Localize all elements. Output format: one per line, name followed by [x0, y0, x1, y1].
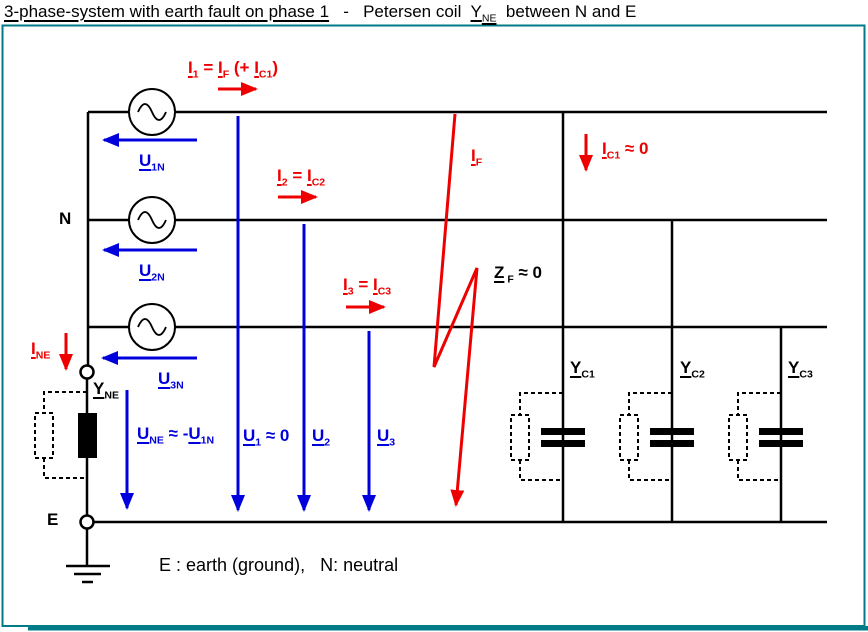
label-u1n: U1N: [139, 151, 165, 174]
label-u3: U3: [377, 426, 396, 449]
label-u3n: U3N: [158, 369, 184, 392]
capacitor-c2-parallel-dashed: [619, 392, 672, 481]
label-yc2: YC2: [680, 358, 705, 381]
label-zf: Z F ≈ 0: [494, 263, 542, 286]
label-u1: U1 ≈ 0: [243, 426, 290, 449]
page-title: 3-phase-system with earth fault on phase…: [4, 2, 637, 25]
label-u2n: U2N: [139, 261, 165, 284]
label-if: IF: [471, 146, 483, 169]
label-ine: INE: [31, 339, 51, 362]
capacitor-c1-parallel-dashed: [510, 392, 563, 481]
label-une: UNE ≈ -U1N: [137, 424, 215, 447]
neutral-terminal-icon: [79, 364, 95, 380]
label-e-node: E: [47, 510, 59, 529]
earth-terminal-icon: [79, 514, 95, 530]
legend-text: E : earth (ground), N: neutral: [159, 555, 399, 575]
fault-lightning-arrow: [432, 113, 479, 507]
ac-source-2-icon: [128, 196, 176, 244]
petersen-coil-icon: [78, 413, 97, 458]
capacitor-c3-icon: [759, 428, 803, 447]
label-i1: I1 = IF (+ IC1): [188, 58, 279, 81]
label-n-node: N: [59, 209, 72, 228]
capacitor-c2-icon: [650, 428, 694, 447]
capacitor-c1-icon: [541, 428, 585, 447]
ground-icon: [66, 528, 110, 584]
label-u2: U2: [312, 426, 331, 449]
label-i2: I2 = IC2: [277, 166, 326, 189]
label-i3: I3 = IC3: [343, 275, 392, 298]
diagram-frame: [1, 24, 868, 631]
ac-source-3-icon: [128, 303, 176, 351]
label-ic1: IC1 ≈ 0: [602, 139, 649, 162]
capacitor-c3-parallel-dashed: [728, 392, 781, 481]
label-yc1: YC1: [570, 358, 595, 381]
label-yc3: YC3: [788, 358, 813, 381]
ac-source-1-icon: [128, 88, 176, 136]
label-yne: YNE: [93, 379, 119, 402]
petersen-coil-parallel-dashed: [34, 391, 87, 479]
